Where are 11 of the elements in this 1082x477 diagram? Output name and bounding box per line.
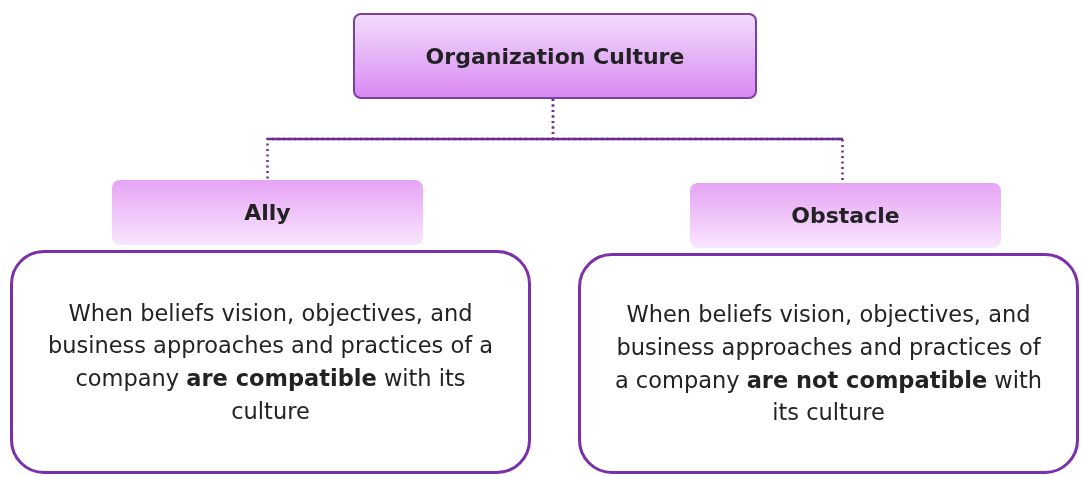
box-title: Obstacle — [791, 203, 900, 228]
connector-line — [551, 99, 844, 183]
header-box — [112, 180, 423, 245]
description-text: When beliefs vision, objectives, and business approaches and practices of a company are not compatible with its culture — [613, 300, 1044, 428]
description-box — [10, 250, 531, 474]
box-title: Ally — [244, 200, 291, 225]
top-box — [353, 13, 757, 99]
header-box — [690, 183, 1001, 248]
description-text: When beliefs vision, objectives, and business approaches and practices of a company are compatible with its culture — [46, 298, 495, 426]
description-box — [578, 253, 1079, 474]
box-title: Organization Culture — [425, 43, 685, 69]
